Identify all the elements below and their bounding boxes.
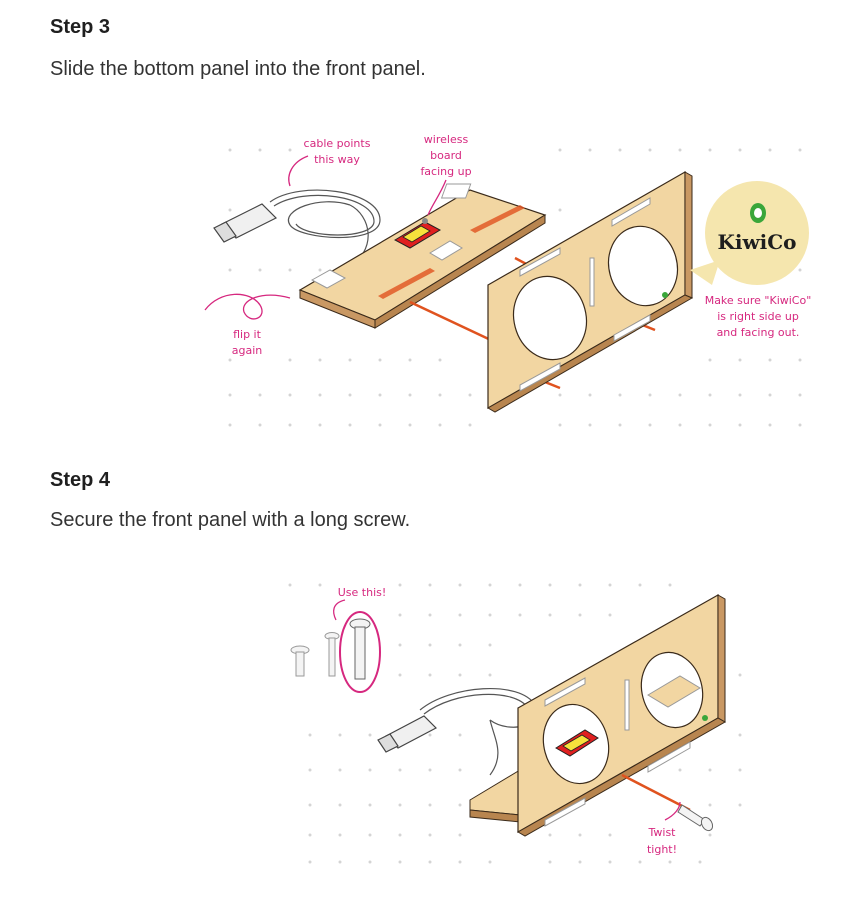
- twist-note-2: tight!: [647, 843, 677, 856]
- kiwico-logo-text: KiwiCo: [717, 230, 796, 254]
- wireless-board-note: wireless: [424, 133, 469, 146]
- wireless-board-note-2: board: [430, 149, 462, 162]
- cable-direction-note: cable points: [304, 137, 371, 150]
- wireless-arrow-icon: [427, 179, 447, 216]
- flip-note-2: again: [232, 344, 263, 357]
- flip-arrow-icon: [204, 293, 291, 320]
- cable-direction-note-2: this way: [314, 153, 360, 166]
- cable-arrow-icon: [288, 155, 309, 187]
- use-this-arrow-icon: [333, 599, 346, 621]
- assembled-panels: [469, 593, 727, 837]
- kiwico-note: Make sure "KiwiCo": [705, 294, 812, 307]
- kiwico-note-2: is right side up: [717, 310, 799, 323]
- use-this-note: Use this!: [338, 586, 387, 599]
- step-4-illustration: Use this! Twist tight!: [288, 583, 742, 864]
- twist-note: Twist: [648, 826, 677, 839]
- short-screw-icon: [290, 645, 310, 677]
- step-4-title: Step 4: [50, 469, 111, 491]
- kiwico-note-3: and facing out.: [717, 326, 800, 339]
- usb-plug-icon: [377, 715, 438, 753]
- dot-grid: [288, 583, 742, 864]
- kiwico-callout: KiwiCo: [690, 181, 809, 285]
- twist-arrow-icon: [664, 801, 681, 821]
- flip-note: flip it: [233, 328, 262, 341]
- twist-screw-icon: [677, 804, 714, 832]
- long-screw-icon: [349, 618, 371, 680]
- screw-guide-line: [621, 773, 691, 812]
- step-3-annotations: cable points this way wireless board fac…: [204, 133, 812, 357]
- medium-screw-icon: [324, 632, 340, 677]
- step-3-illustration: KiwiCo cable points this way wireless bo…: [204, 133, 812, 427]
- wireless-board-icon: [393, 218, 442, 249]
- wireless-board-note-3: facing up: [420, 165, 471, 178]
- step-3-instruction: Slide the bottom panel into the front pa…: [50, 58, 426, 80]
- bottom-panel: [298, 183, 547, 329]
- front-panel: [486, 170, 694, 413]
- usb-plug-icon: [213, 203, 278, 243]
- step-4-instruction: Secure the front panel with a long screw…: [50, 509, 411, 531]
- long-screw-highlight-circle: [339, 611, 381, 693]
- step-3-title: Step 3: [50, 16, 111, 38]
